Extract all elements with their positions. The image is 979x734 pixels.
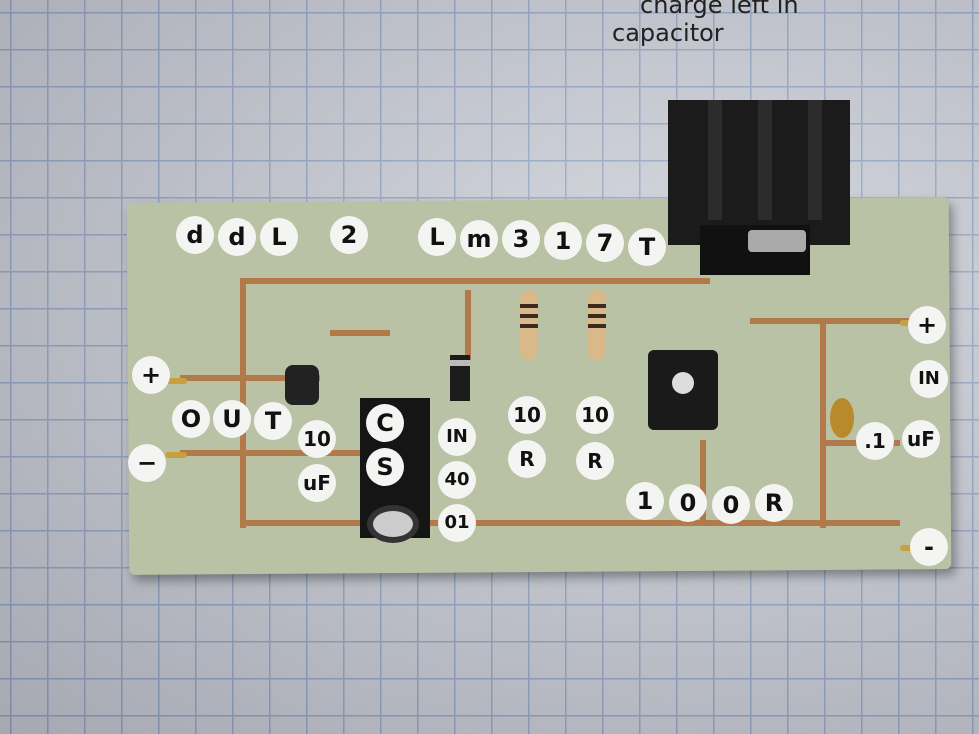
label-pot-1: 1 [626,482,664,520]
out-minus-pin [165,452,187,458]
label-c: C [366,404,404,442]
label-pot-0: 0 [712,486,750,524]
label-t: T [628,228,666,266]
regulator-screw [748,230,806,252]
out-plus-pin [165,378,187,384]
pcb-board [126,197,952,575]
label-res2-r: R [576,442,614,480]
label-res1-r: R [508,440,546,478]
label-m: m [460,220,498,258]
label-out-minus: − [128,444,166,482]
label-res1-10: 10 [508,396,546,434]
label-in: IN [910,360,948,398]
trace [700,440,706,525]
trimmer-knob [672,372,694,394]
label-7: 7 [586,224,624,262]
resistor-1 [520,290,538,360]
label-diode-40: 40 [438,461,476,499]
trace [750,318,910,324]
label-in-plus: + [908,306,946,344]
label-cap-10: 10 [298,420,336,458]
label-res2-10: 10 [576,396,614,434]
diode-band [450,360,470,366]
trace [240,520,900,526]
label-cap-point1: .1 [856,422,894,460]
diode [450,355,470,401]
trace [180,375,320,381]
resistor-2 [588,290,606,360]
label-s: S [366,448,404,486]
trace [820,318,826,528]
label-diode-in: IN [438,418,476,456]
label-3: 3 [502,220,540,258]
trace [465,290,471,360]
label-out-plus: + [132,356,170,394]
electrolytic-capacitor [285,365,319,405]
label-1: 1 [544,222,582,260]
heatsink-fin [758,100,772,220]
tantalum-capacitor [830,398,854,438]
label-pot-r: R [755,484,793,522]
audio-jack-socket [367,505,419,543]
handwritten-note-line1: charge left in [640,0,799,19]
label-in-minus: - [910,528,948,566]
label-out-u: U [213,400,251,438]
label-out-t: T [254,402,292,440]
label-2: 2 [330,216,368,254]
trace [330,330,390,336]
label-d: d [218,218,256,256]
label-cap-in-uf: uF [902,420,940,458]
heatsink-fin [708,100,722,220]
heatsink [668,100,850,245]
handwritten-note-line2: capacitor [612,19,724,47]
label-l: L [418,218,456,256]
label-out-o: O [172,400,210,438]
trace [240,278,710,284]
label-pot-0: 0 [669,484,707,522]
label-d: d [176,216,214,254]
label-cap-uf: uF [298,464,336,502]
trace [180,450,360,456]
heatsink-fin [808,100,822,220]
label-l: L [260,218,298,256]
label-diode-01: 01 [438,504,476,542]
